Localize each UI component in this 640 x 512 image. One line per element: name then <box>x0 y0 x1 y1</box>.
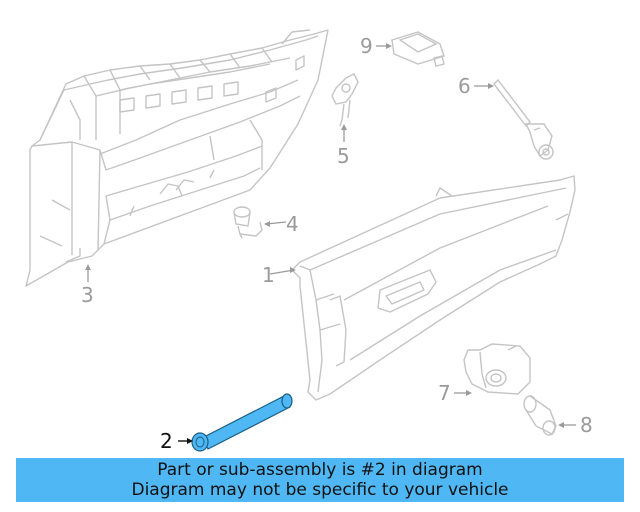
leader-arrowheads <box>85 43 564 428</box>
switch-part-9 <box>391 31 445 67</box>
callout-2: 2 <box>160 429 173 453</box>
callout-8: 8 <box>580 413 593 437</box>
callout-1: 1 <box>262 263 275 287</box>
banner-line-part-info: Part or sub-assembly is #2 in diagram <box>157 460 483 480</box>
callout-4: 4 <box>286 212 299 236</box>
damper-part-6 <box>493 78 554 160</box>
glove-box-door <box>291 175 576 401</box>
leader-line-2 <box>178 438 193 444</box>
plug-part-8 <box>523 395 557 436</box>
glove-box-housing <box>25 29 329 287</box>
callout-9: 9 <box>360 34 373 58</box>
callout-7: 7 <box>438 381 451 405</box>
callout-5: 5 <box>337 144 350 168</box>
callout-6: 6 <box>458 74 471 98</box>
leader-lines <box>87 45 576 426</box>
rod-part-2[interactable] <box>191 393 293 452</box>
callout-3: 3 <box>81 283 94 307</box>
banner-line-disclaimer: Diagram may not be specific to your vehi… <box>131 480 509 500</box>
clip-part-5 <box>331 73 359 127</box>
info-banner: Part or sub-assembly is #2 in diagram Di… <box>16 458 624 502</box>
bumper-part-4 <box>233 206 263 239</box>
latch-part-7 <box>463 343 531 395</box>
